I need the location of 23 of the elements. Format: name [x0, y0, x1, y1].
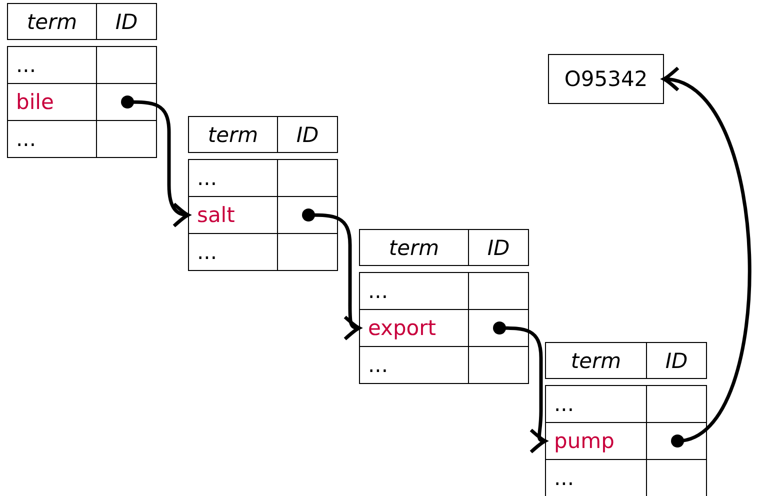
empty-cell	[468, 346, 529, 384]
header-cell: term	[188, 116, 278, 153]
empty-cell	[646, 385, 707, 423]
header-cell: ID	[277, 116, 338, 153]
header-cell: term	[545, 342, 647, 379]
empty-cell	[468, 272, 529, 310]
empty-cell	[277, 159, 338, 197]
header-cell: ID	[646, 342, 707, 379]
empty-cell	[96, 46, 157, 84]
empty-cell	[96, 120, 157, 158]
id-box: O95342	[548, 54, 664, 104]
empty-cell	[277, 233, 338, 271]
ellipsis-cell: ...	[359, 346, 469, 384]
header-cell: term	[359, 229, 469, 266]
header-cell: term	[7, 3, 97, 40]
ellipsis-cell: ...	[7, 46, 97, 84]
ellipsis-cell: ...	[359, 272, 469, 310]
ellipsis-cell: ...	[188, 233, 278, 271]
header-cell: ID	[96, 3, 157, 40]
ellipsis-cell: ...	[545, 385, 647, 423]
ellipsis-cell: ...	[188, 159, 278, 197]
ellipsis-cell: ...	[7, 120, 97, 158]
header-cell: ID	[468, 229, 529, 266]
